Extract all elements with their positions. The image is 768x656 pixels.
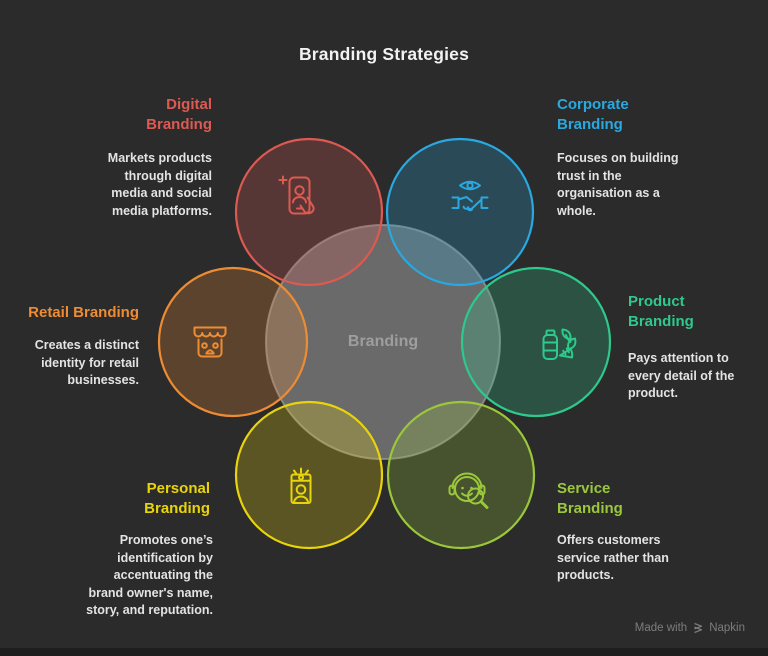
page-title: Branding Strategies: [298, 44, 470, 64]
person-badge-icon: [290, 467, 312, 504]
circle-corporate-branding: [385, 137, 535, 287]
circle-product-branding: [460, 266, 612, 418]
headset-magnifier-icon: [448, 472, 489, 509]
bottom-band: [0, 648, 768, 656]
circle-retail-branding: [157, 266, 309, 418]
section-label-corporate-branding: Corporate Branding: [557, 96, 629, 133]
watermark-made-with-text: Made with: [634, 622, 688, 634]
storefront-icon: [193, 326, 227, 358]
section-description-service-branding: Offers customers service rather than pro…: [557, 533, 669, 582]
section-label-product-branding: Product Branding: [628, 293, 694, 330]
section-label-service-branding: Service Branding: [557, 480, 623, 517]
section-description-corporate-branding: Focuses on building trust in the organis…: [557, 151, 679, 218]
section-description-digital-branding: Markets products through digital media a…: [107, 151, 212, 218]
section-description-personal-branding: Promotes one’s identification by accentu…: [86, 533, 213, 617]
napkin-watermark[interactable]: Made with Napkin: [635, 622, 745, 634]
watermark-brand-text: Napkin: [709, 622, 745, 634]
napkin-logo-icon: [694, 622, 703, 634]
smartphone-social-icon: [278, 175, 315, 215]
section-description-product-branding: Pays attention to every detail of the pr…: [628, 351, 735, 400]
section-label-retail-branding: Retail Branding: [28, 304, 139, 321]
eye-handshake-icon: [451, 180, 489, 212]
section-label-digital-branding: Digital Branding: [146, 96, 212, 133]
section-label-personal-branding: Personal Branding: [144, 480, 210, 517]
bottle-leaves-icon: [542, 328, 577, 360]
section-description-retail-branding: Creates a distinct identity for retail b…: [34, 338, 139, 387]
center-label: Branding: [347, 333, 419, 350]
